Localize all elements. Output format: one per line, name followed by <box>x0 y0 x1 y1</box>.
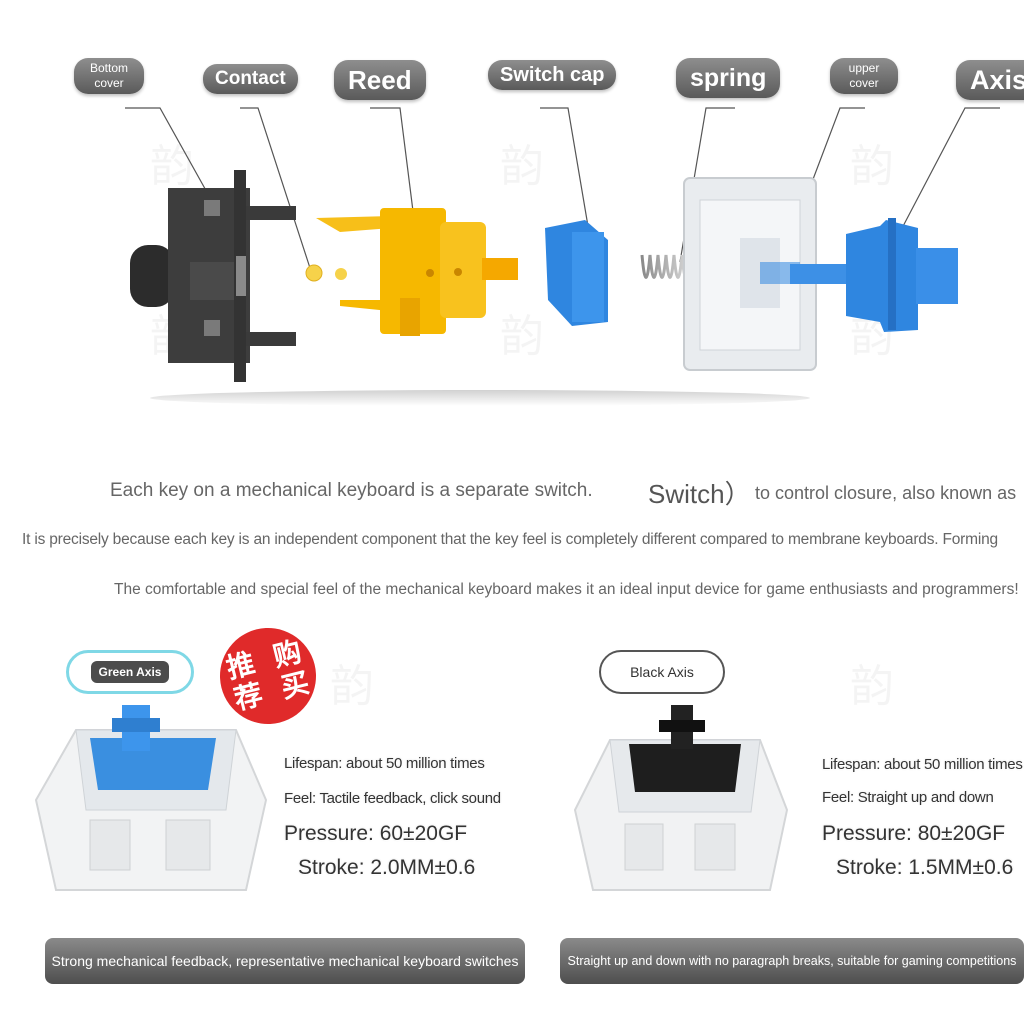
leader-line <box>899 107 1000 233</box>
exploded-switch-diagram <box>125 107 1000 406</box>
intro-line-2: It is precisely because each key is an i… <box>22 531 998 548</box>
label-reed: Reed <box>334 60 426 100</box>
contact-part <box>305 264 323 282</box>
leader-line <box>240 107 311 269</box>
green-axis-name: Green Axis <box>91 661 169 683</box>
green-feel: Feel: Tactile feedback, click sound <box>284 790 501 807</box>
leader-line <box>370 107 417 236</box>
leader-line <box>125 107 219 213</box>
label-upper-cover: upper cover <box>830 58 898 94</box>
green-stroke: Stroke: 2.0MM±0.6 <box>298 856 476 879</box>
ground-shadow <box>150 390 810 406</box>
intro-line-1b: Switch） <box>648 479 751 509</box>
black-axis-badge: Black Axis <box>599 650 725 694</box>
intro-line-1a: Each key on a mechanical keyboard is a s… <box>110 480 593 501</box>
label-contact: Contact <box>203 64 298 94</box>
black-axis-name: Black Axis <box>630 664 694 680</box>
switch-cap-part <box>545 220 608 326</box>
black-feel: Feel: Straight up and down <box>822 789 994 806</box>
upper-cover-part <box>683 177 817 371</box>
green-switch-image <box>34 705 268 891</box>
label-axis: Axis <box>956 60 1024 100</box>
axis-part <box>790 218 958 332</box>
black-banner: Straight up and down with no paragraph b… <box>560 938 1024 984</box>
contact-part <box>335 268 347 280</box>
black-pressure: Pressure: 80±20GF <box>822 822 1006 845</box>
reed-part <box>316 208 518 336</box>
watermark: 韵 <box>330 650 374 714</box>
black-switch-image <box>573 705 789 891</box>
black-lifespan: Lifespan: about 50 million times <box>822 756 1023 773</box>
label-bottom-cover: Bottom cover <box>74 58 144 94</box>
watermark: 韵 <box>850 650 894 714</box>
green-lifespan: Lifespan: about 50 million times <box>284 755 485 772</box>
intro-line-1c: to control closure, also known as <box>755 483 1017 503</box>
label-switch-cap: Switch cap <box>488 60 617 90</box>
black-stroke: Stroke: 1.5MM±0.6 <box>836 856 1014 879</box>
green-axis-badge: Green Axis <box>66 650 194 694</box>
green-pressure: Pressure: 60±20GF <box>284 822 468 845</box>
leader-line <box>540 107 591 239</box>
bottom-cover-part <box>130 170 296 382</box>
label-spring: spring <box>676 58 781 98</box>
intro-line-3: The comfortable and special feel of the … <box>114 581 1019 598</box>
green-banner: Strong mechanical feedback, representati… <box>45 938 525 984</box>
